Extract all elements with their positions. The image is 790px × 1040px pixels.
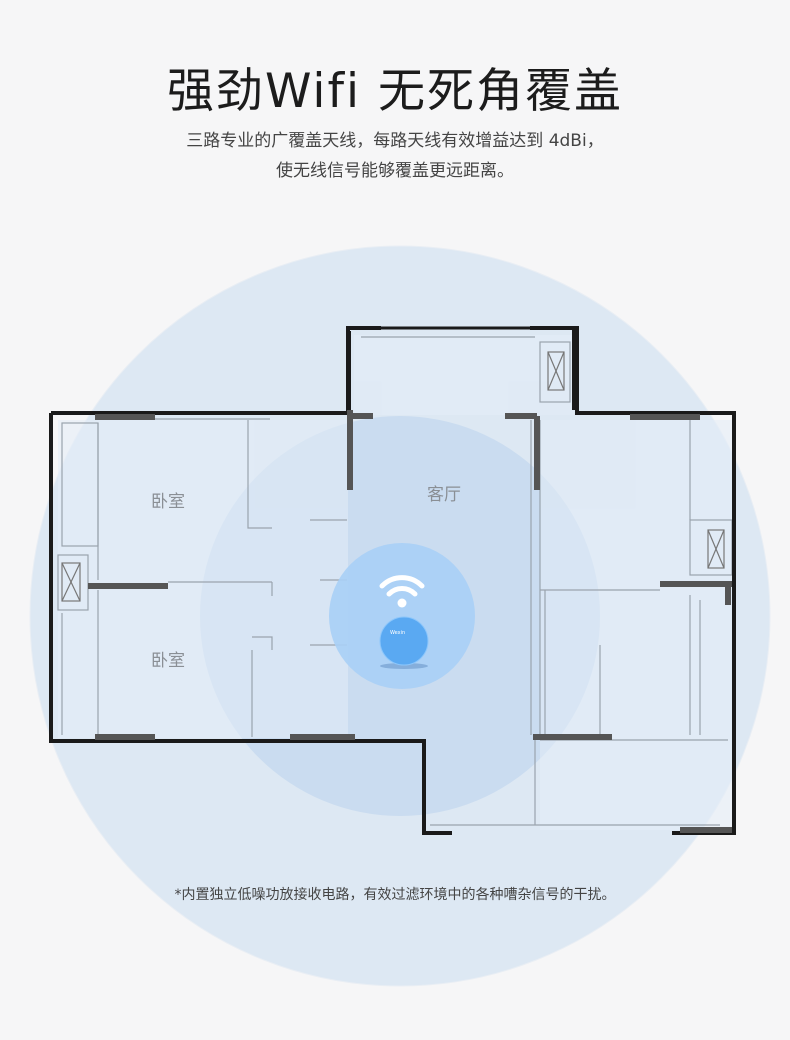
wifi-signal-icon: [379, 575, 425, 608]
headline: 强劲Wifi 无死角覆盖: [166, 64, 624, 119]
interior-walls: [88, 410, 732, 833]
description-line-1: 三路专业的广覆盖天线，每路天线有效增益达到 4dBi，: [186, 131, 604, 151]
footnote: *内置独立低噪功放接收电路，有效过滤环境中的各种嘈杂信号的干扰。: [174, 887, 616, 903]
room-label-bedroom-top: 卧室: [151, 492, 185, 512]
window-markers: [61, 351, 725, 602]
room-label-bedroom-bottom: 卧室: [151, 651, 185, 671]
exterior-walls: [49, 326, 736, 835]
coverage-inner-circle: [329, 543, 475, 689]
description-line-2: 使无线信号能够覆盖更远距离。: [276, 161, 514, 181]
floorplan-coverage-illustration: 卧室 卧室 客厅 Wexin: [29, 245, 771, 987]
device-label: Wexin: [390, 630, 405, 636]
router-device-shadow: [380, 663, 428, 669]
router-device: [380, 617, 428, 665]
room-label-living-room: 客厅: [427, 485, 461, 505]
